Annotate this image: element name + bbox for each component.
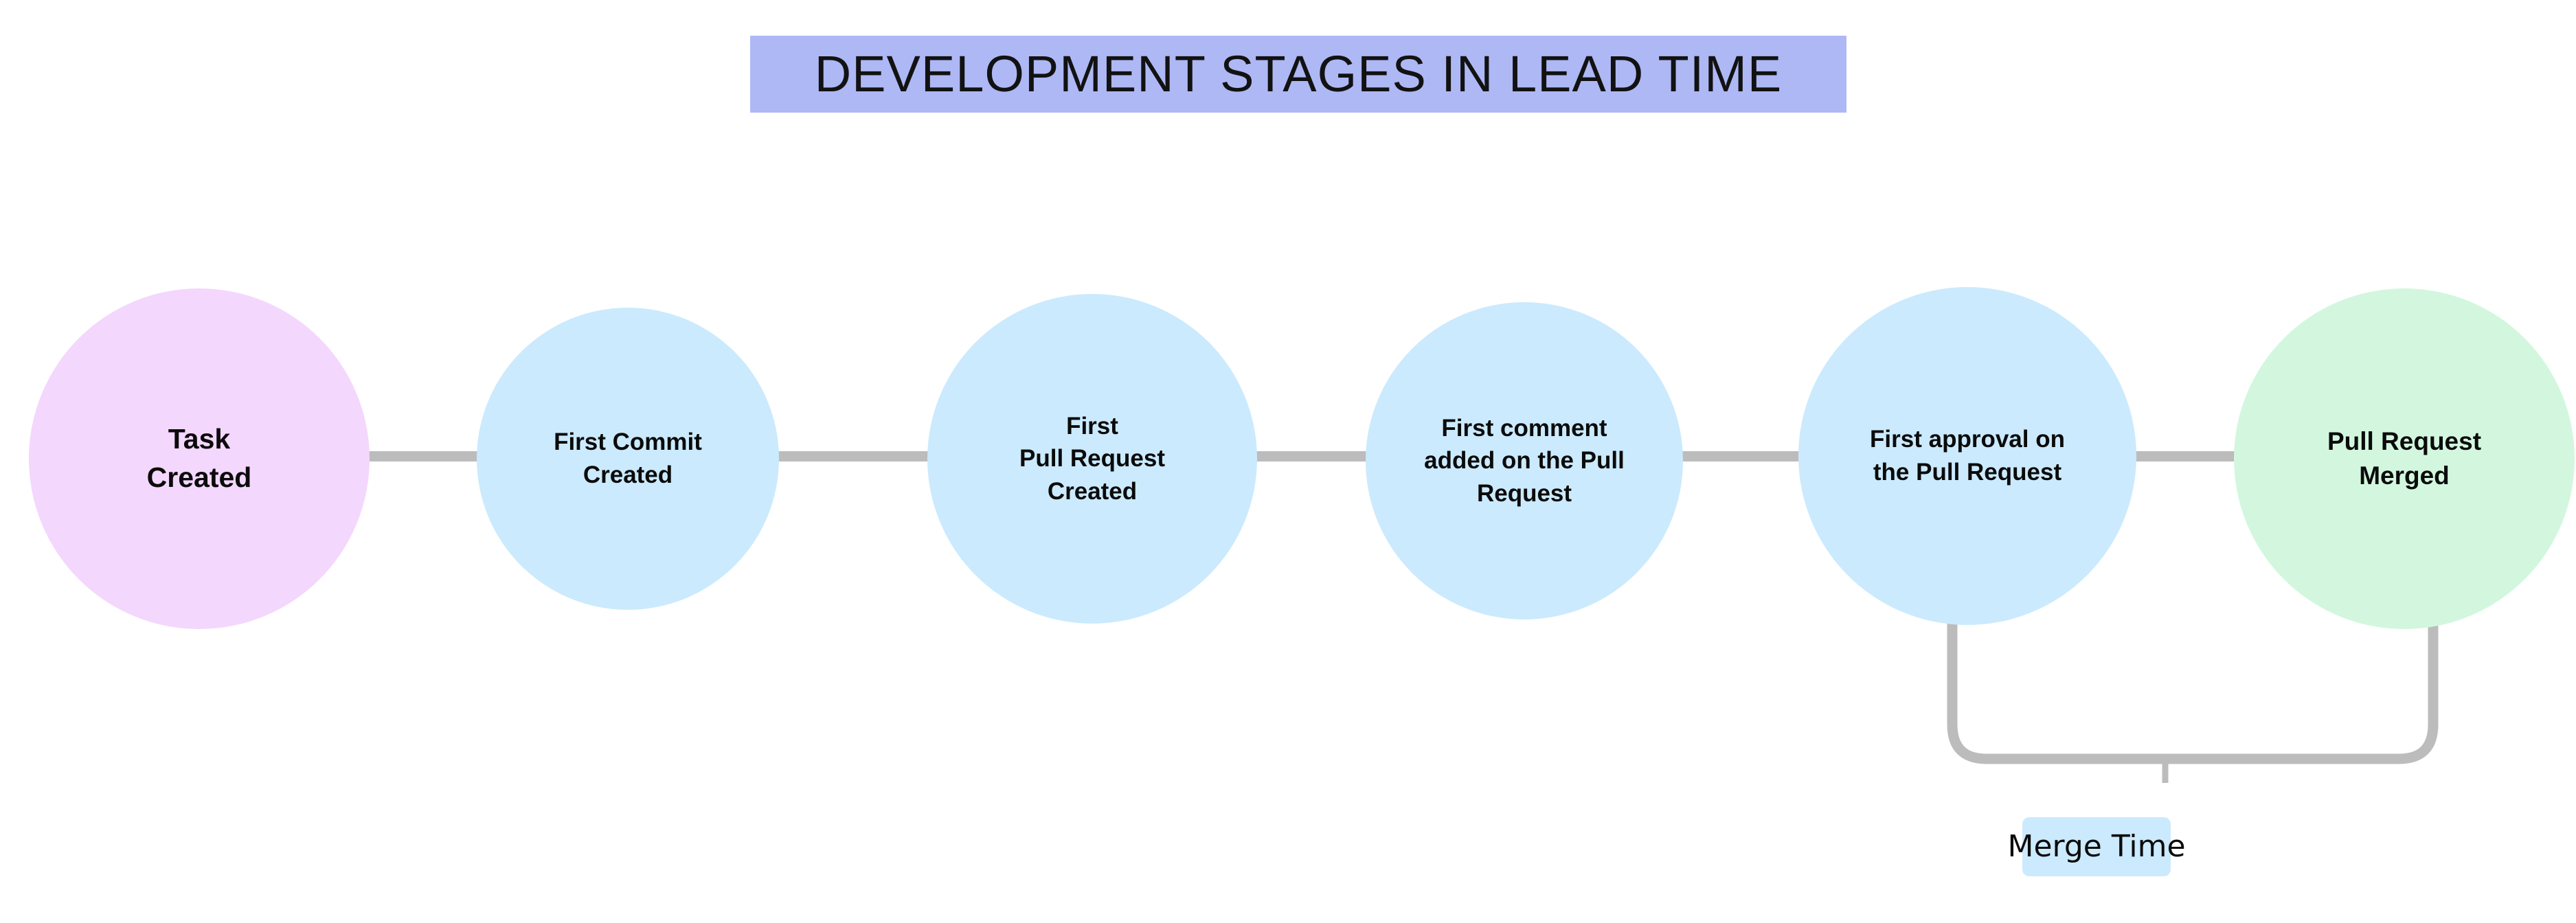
stage-node-pull-request-merged[interactable]: Pull Request Merged <box>2234 288 2575 629</box>
stage-node-task-created[interactable]: Task Created <box>29 288 370 629</box>
stage-label: First approval on the Pull Request <box>1870 426 2065 486</box>
stage-node-first-approval-on-pr[interactable]: First approval on the Pull Request <box>1798 287 2136 625</box>
stage-node-first-comment-on-pr[interactable]: First comment added on the Pull Request <box>1366 302 1683 619</box>
connector-rail-4-5 <box>1671 451 1811 461</box>
stage-label: Pull Request Merged <box>2327 426 2482 490</box>
connector-rail-2-3 <box>767 451 940 461</box>
stage-node-first-pull-request-created[interactable]: First Pull Request Created <box>927 294 1257 624</box>
connector-rail-5-6 <box>2124 451 2246 461</box>
stage-node-first-commit-created[interactable]: First Commit Created <box>477 308 779 610</box>
stage-label: First comment added on the Pull Request <box>1424 414 1625 507</box>
annotation-label: Merge Time <box>2007 829 2186 864</box>
annotation-merge-time[interactable]: Merge Time <box>2008 817 2186 876</box>
connector-rail-1-2 <box>357 451 492 461</box>
merge-time-bracket-connector <box>1947 610 2439 783</box>
connector-rail-3-4 <box>1245 451 1378 461</box>
stage-label: First Pull Request Created <box>1019 412 1165 505</box>
diagram-title-banner: DEVELOPMENT STAGES IN LEAD TIME <box>750 36 1846 113</box>
page-title: DEVELOPMENT STAGES IN LEAD TIME <box>814 45 1783 102</box>
stage-label: First Commit Created <box>554 429 702 488</box>
stage-label: Task Created <box>146 423 252 493</box>
